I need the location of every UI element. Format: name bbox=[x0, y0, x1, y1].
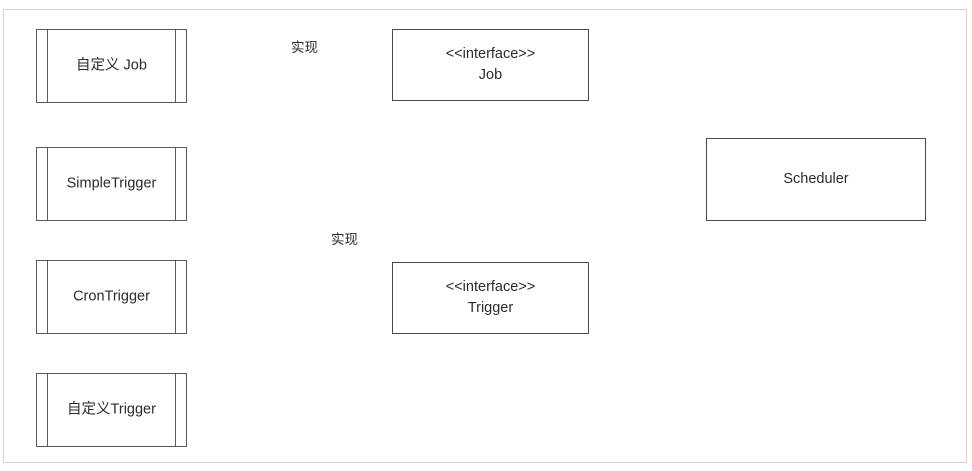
component-cron-trigger[interactable]: CronTrigger bbox=[36, 260, 187, 334]
component-custom-trigger[interactable]: 自定义Trigger bbox=[36, 373, 187, 447]
component-left-bar bbox=[47, 260, 48, 334]
interface-trigger[interactable]: <<interface>> Trigger bbox=[392, 262, 589, 334]
diagram-frame bbox=[3, 9, 967, 463]
interface-name-trigger: Trigger bbox=[467, 300, 514, 316]
component-left-bar bbox=[47, 147, 48, 221]
interface-stereotype: <<interface>> bbox=[445, 278, 536, 295]
component-left-bar bbox=[47, 29, 48, 103]
component-simple-trigger[interactable]: SimpleTrigger bbox=[36, 147, 187, 221]
interface-stereotype: <<interface>> bbox=[445, 45, 536, 62]
component-right-bar bbox=[175, 373, 176, 447]
interface-name-job: Job bbox=[478, 67, 503, 83]
class-name-scheduler: Scheduler bbox=[783, 170, 849, 187]
component-label-simple-trigger: SimpleTrigger bbox=[66, 175, 157, 192]
edge-label-realize-trigger: 实现 bbox=[329, 228, 360, 248]
class-scheduler[interactable]: Scheduler bbox=[706, 138, 926, 221]
component-label-custom-job: 自定义 Job bbox=[76, 57, 147, 74]
interface-job[interactable]: <<interface>> Job bbox=[392, 29, 589, 101]
edge-label-realize-job: 实现 bbox=[289, 36, 320, 56]
component-right-bar bbox=[175, 260, 176, 334]
component-label-custom-trigger: 自定义Trigger bbox=[67, 401, 156, 418]
component-custom-job[interactable]: 自定义 Job bbox=[36, 29, 187, 103]
component-label-cron-trigger: CronTrigger bbox=[73, 288, 150, 305]
component-right-bar bbox=[175, 29, 176, 103]
component-right-bar bbox=[175, 147, 176, 221]
component-left-bar bbox=[47, 373, 48, 447]
